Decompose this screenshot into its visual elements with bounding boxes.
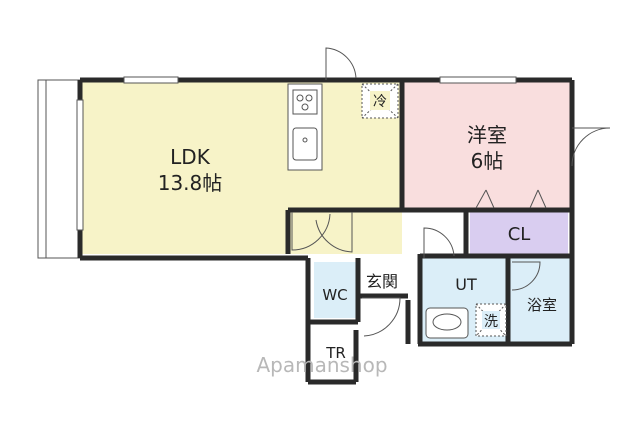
- washer-space: [475, 303, 507, 337]
- watermark: Apamanshop: [256, 353, 387, 377]
- ldk-area: [80, 82, 402, 254]
- sink-icon: [292, 127, 318, 161]
- trunk-room-label: TR: [325, 344, 346, 362]
- washbasin-icon: [425, 307, 469, 339]
- door-swing-icon: [291, 47, 611, 337]
- bedroom-label: 洋室: [467, 123, 507, 147]
- utility-label: UT: [455, 275, 477, 294]
- washer-mark: 洗: [484, 314, 498, 330]
- fridge-space: [361, 83, 399, 119]
- entrance-label: 玄関: [366, 272, 398, 291]
- ldk-label: LDK: [170, 145, 211, 169]
- stove-icon: [292, 89, 318, 115]
- balcony: [37, 79, 81, 259]
- ldk-size: 13.8帖: [158, 171, 223, 195]
- bedroom-size: 6帖: [471, 149, 504, 173]
- closet-label: CL: [508, 224, 531, 245]
- closet-area: [470, 212, 568, 254]
- bedroom-area: [402, 82, 572, 208]
- bathroom-label: 浴室: [527, 296, 557, 314]
- fridge-mark: 冷: [373, 94, 387, 110]
- windows: [76, 76, 517, 231]
- toilet-area: [314, 262, 356, 318]
- toilet-label: WC: [322, 286, 347, 304]
